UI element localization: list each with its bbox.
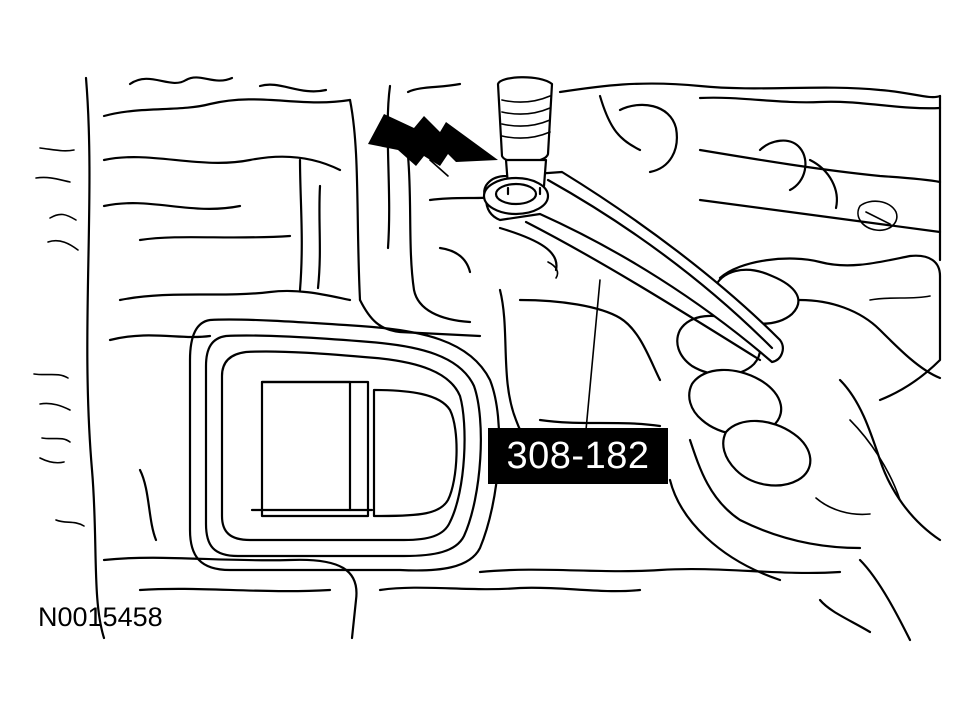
callout-leader-line	[585, 279, 601, 431]
technician-hand	[676, 254, 942, 542]
oil-pan-frame	[188, 318, 501, 572]
special-tool	[483, 170, 784, 364]
casting-left-edge	[33, 76, 106, 640]
casting-ribs	[102, 154, 502, 342]
figure-reference-number: N0015458	[38, 602, 163, 632]
direction-arrow-icon	[368, 114, 498, 177]
tool-number-label: 308-182	[506, 435, 650, 477]
casting-top	[102, 76, 942, 302]
shaft-seal	[482, 76, 554, 216]
tool-callout: 308-182	[488, 428, 668, 484]
casting-bottom	[102, 288, 912, 642]
